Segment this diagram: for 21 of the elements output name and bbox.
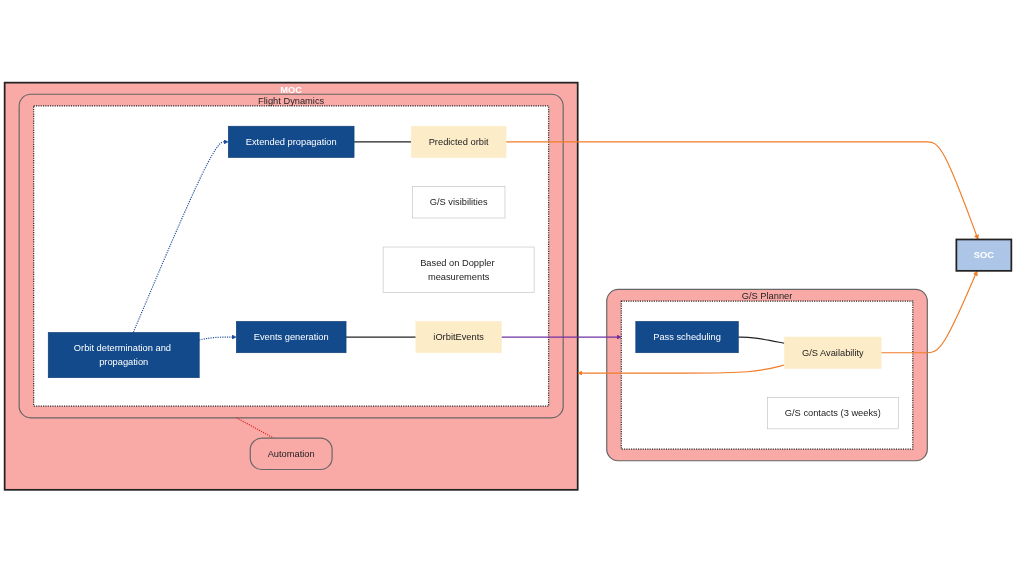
node-box: Extended propagation bbox=[228, 126, 355, 159]
node-box: SOC bbox=[955, 238, 1013, 272]
connector bbox=[345, 336, 417, 338]
connector bbox=[737, 336, 786, 345]
node-box: Based on Doppler measurements bbox=[382, 247, 535, 293]
connector bbox=[353, 141, 412, 143]
cluster bbox=[620, 300, 914, 450]
node-box: G/S visibilities bbox=[412, 186, 506, 219]
arrow bbox=[577, 364, 786, 376]
node-box: Events generation bbox=[236, 321, 347, 354]
arrow bbox=[880, 270, 978, 354]
arrow bbox=[132, 139, 229, 334]
node-box: G/S contacts (3 weeks) bbox=[767, 397, 899, 430]
arrow bbox=[505, 141, 979, 240]
node-box: Predicted orbit bbox=[410, 126, 507, 159]
arrow bbox=[500, 334, 622, 340]
node-box: Pass scheduling bbox=[635, 321, 739, 354]
node-box: G/S Availability bbox=[784, 337, 882, 369]
node-box: Orbit determination and propagation bbox=[47, 332, 200, 379]
node-box: Automation bbox=[249, 437, 333, 471]
node-box: iOrbitEvents bbox=[415, 321, 502, 354]
